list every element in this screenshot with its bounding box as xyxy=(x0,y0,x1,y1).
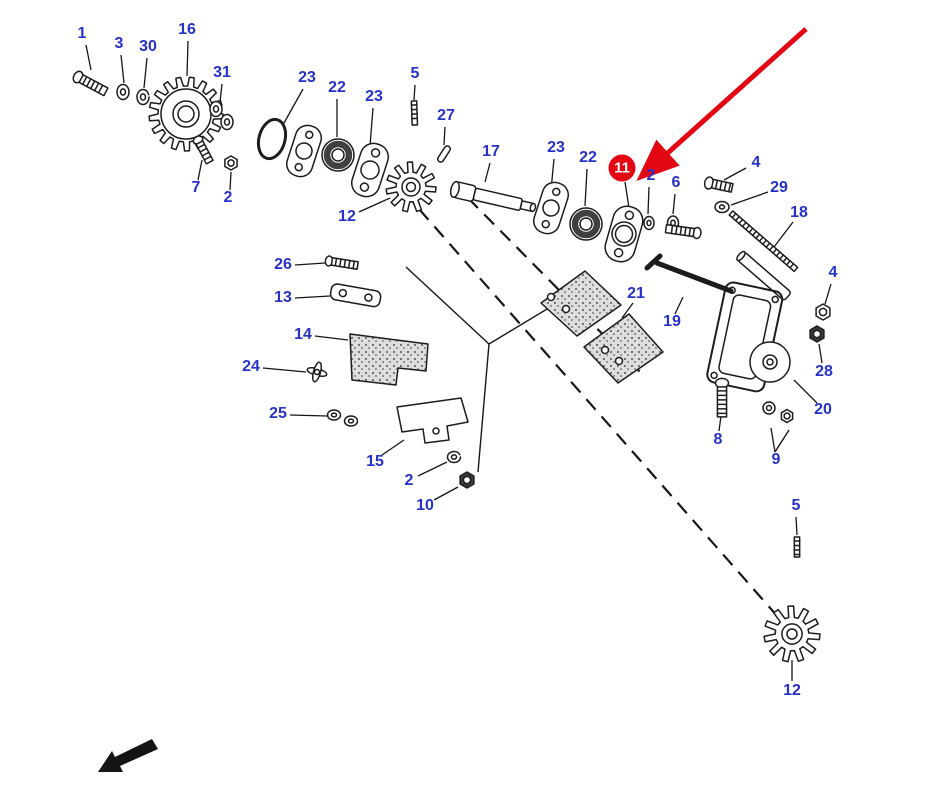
leader-line xyxy=(85,44,92,71)
leader-line xyxy=(120,54,125,84)
leader-line xyxy=(417,461,448,477)
washer-31b-drawing xyxy=(220,113,234,131)
connector-line xyxy=(405,266,490,345)
bearing-housing-11-drawing xyxy=(604,205,644,263)
leader-line xyxy=(289,414,328,417)
leader-line xyxy=(197,159,203,181)
leader-line xyxy=(584,168,588,207)
spacer-tube-18-drawing xyxy=(736,250,791,301)
wingnut-24-drawing xyxy=(306,361,328,383)
nut-9b-drawing xyxy=(780,408,794,424)
leader-line xyxy=(358,197,391,213)
ring-25a-drawing xyxy=(326,409,342,421)
stud-5-bottom-drawing xyxy=(793,536,801,558)
plate-screws-drawing xyxy=(546,292,624,366)
leader-line xyxy=(718,415,722,432)
leader-line xyxy=(484,162,491,183)
link-rod-19-drawing xyxy=(644,253,734,294)
leader-line xyxy=(647,186,650,215)
leader-line xyxy=(143,57,148,89)
snap-ring-30-drawing xyxy=(136,88,150,106)
flange-23-mid-drawing xyxy=(350,142,390,198)
bracket-plate-15-drawing xyxy=(396,397,469,444)
leader-line xyxy=(294,262,326,266)
bolt-mid-right-drawing xyxy=(664,223,702,240)
leader-line xyxy=(219,83,223,103)
leader-line xyxy=(443,126,446,146)
bearing-22-left-drawing xyxy=(321,138,355,172)
leader-line xyxy=(770,427,776,453)
leader-line xyxy=(672,193,676,215)
ring-25b-drawing xyxy=(343,415,359,427)
leader-line xyxy=(262,367,307,373)
connector-line xyxy=(477,343,490,473)
axis-line-main xyxy=(403,191,787,627)
idler-disc-20-drawing xyxy=(749,341,791,383)
leader-line xyxy=(730,191,769,206)
parts-layer xyxy=(72,70,831,663)
connector-line xyxy=(774,429,790,453)
leader-line xyxy=(369,107,374,147)
bolt-4-top-drawing xyxy=(703,176,734,193)
leader-line xyxy=(624,181,630,209)
nut-9a-drawing xyxy=(762,401,776,415)
shaft-17-drawing xyxy=(449,180,537,213)
clamp-plate-13-drawing xyxy=(329,283,382,308)
bolt-1-drawing xyxy=(72,70,109,97)
washer-2-right-drawing xyxy=(643,215,655,231)
leader-line xyxy=(229,171,232,191)
bolt-26-drawing xyxy=(324,255,359,270)
leader-line xyxy=(723,167,747,181)
leader-line xyxy=(413,84,416,101)
leader-line xyxy=(294,295,331,299)
bolt-8-drawing xyxy=(714,377,730,418)
nut-2-left-drawing xyxy=(224,155,238,171)
gasket-23-left-drawing xyxy=(285,124,323,178)
leader-line xyxy=(818,343,823,364)
leader-line xyxy=(621,302,634,319)
threaded-rod-18-drawing xyxy=(728,210,799,273)
leader-line xyxy=(795,516,798,536)
stud-5-top-drawing xyxy=(410,100,419,126)
washer-31a-drawing xyxy=(209,100,223,118)
leader-line xyxy=(283,88,304,124)
nut-4-right-drawing xyxy=(815,303,831,321)
leader-line xyxy=(674,296,684,315)
pointer-arrow-line xyxy=(636,27,808,182)
leader-line xyxy=(773,221,794,248)
leader-line xyxy=(824,283,832,305)
nut-10-drawing xyxy=(459,471,475,489)
sprocket-16-drawing xyxy=(148,76,224,152)
bearing-22-right-drawing xyxy=(569,207,603,241)
leader-line xyxy=(186,40,189,77)
bolt-7-drawing xyxy=(192,135,214,165)
pointer-arrow xyxy=(636,27,808,182)
damper-plate-21a-drawing xyxy=(540,270,622,337)
leader-lines xyxy=(85,40,832,681)
pin-27-drawing xyxy=(436,145,452,163)
damper-plate-14-drawing xyxy=(349,333,429,386)
damper-plate-21b-drawing xyxy=(583,313,664,384)
shim-ring-23-drawing xyxy=(256,117,288,161)
direction-arrow xyxy=(98,739,158,772)
leader-line xyxy=(381,439,405,456)
washer-2-bottom-drawing xyxy=(446,450,462,464)
washer-29-drawing xyxy=(714,200,730,214)
leader-line xyxy=(793,379,818,404)
leader-line xyxy=(433,486,459,501)
nut-28-drawing xyxy=(809,325,825,343)
leader-line xyxy=(314,335,349,341)
gasket-23-right-drawing xyxy=(532,181,570,235)
fan-coupling-12-left-drawing xyxy=(385,161,437,213)
fan-coupling-12-bottom-drawing xyxy=(763,605,821,663)
washer-3-drawing xyxy=(116,83,130,101)
